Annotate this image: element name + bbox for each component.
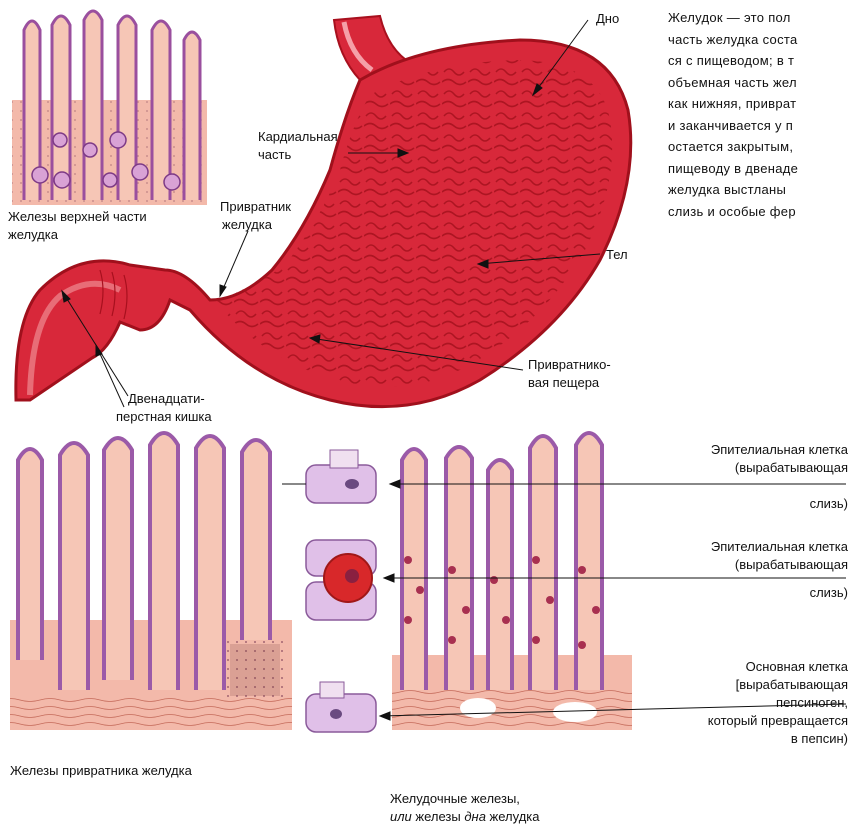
paragraph-line: пищеводу в двенаде — [668, 158, 798, 180]
label-duodenum-line1: Двенадцати- — [128, 390, 205, 407]
paragraph-line: часть желудка соста — [668, 29, 798, 51]
cell-label-3-line2: [вырабатывающая — [736, 676, 848, 693]
label-pylorus-line2: желудка — [222, 216, 272, 233]
cell-label-2-line2: (вырабатывающая — [735, 556, 848, 573]
caption-fundic-ili: или — [390, 809, 412, 824]
fundic-glands-illustration — [392, 433, 632, 730]
paragraph-line: объемная часть жел — [668, 72, 798, 94]
description-paragraph: Желудок — это пол часть желудка соста ся… — [668, 7, 798, 222]
caption-fundic-glands-word: железы — [412, 809, 465, 824]
cell-label-1-line2: (вырабатывающая — [735, 459, 848, 476]
caption-fundic-dna: дна — [464, 809, 486, 824]
pyloric-glands-illustration — [10, 433, 292, 730]
cell-label-3-line1: Основная клетка — [746, 658, 848, 675]
label-antrum-line1: Привратнико- — [528, 356, 611, 373]
upper-glands-illustration — [12, 11, 207, 205]
cell-label-1-line1: Эпителиальная клетка — [711, 441, 848, 458]
paragraph-line: Желудок — это пол — [668, 7, 798, 29]
label-antrum-line2: вая пещера — [528, 374, 599, 391]
paragraph-line: остается закрытым, — [668, 136, 798, 158]
caption-fundic-glands-line1: Желудочные железы, — [390, 790, 520, 807]
caption-fundic-glands-line2: или железы дна желудка — [390, 808, 540, 825]
cell-label-1-line3: слизь) — [810, 495, 848, 512]
cell-diagrams — [306, 450, 376, 732]
cell-label-2-line3: слизь) — [810, 584, 848, 601]
label-cardiac-line1: Кардиальная — [258, 128, 338, 145]
label-fundus: Дно — [596, 10, 619, 27]
caption-fundic-stomach-word: желудка — [486, 809, 540, 824]
paragraph-line: и заканчивается у п — [668, 115, 798, 137]
cell-label-3-line5: в пепсин) — [791, 730, 848, 747]
cell-label-2-line1: Эпителиальная клетка — [711, 538, 848, 555]
label-pylorus-line1: Привратник — [220, 198, 291, 215]
paragraph-line: ся с пищеводом; в т — [668, 50, 798, 72]
label-body: Тел — [606, 246, 628, 263]
cell-label-3-line4: который превращается — [708, 712, 848, 729]
cell-label-3-line3: пепсиноген, — [776, 694, 848, 711]
label-duodenum-line2: перстная кишка — [116, 408, 212, 425]
paragraph-line: слизь и особые фер — [668, 201, 798, 223]
caption-upper-glands-line2: желудка — [8, 226, 58, 243]
paragraph-line: желудка выстланы — [668, 179, 798, 201]
caption-upper-glands-line1: Железы верхней части — [8, 208, 147, 225]
label-cardiac-line2: часть — [258, 146, 291, 163]
caption-pyloric-glands: Железы привратника желудка — [10, 762, 192, 779]
paragraph-line: как нижняя, приврат — [668, 93, 798, 115]
